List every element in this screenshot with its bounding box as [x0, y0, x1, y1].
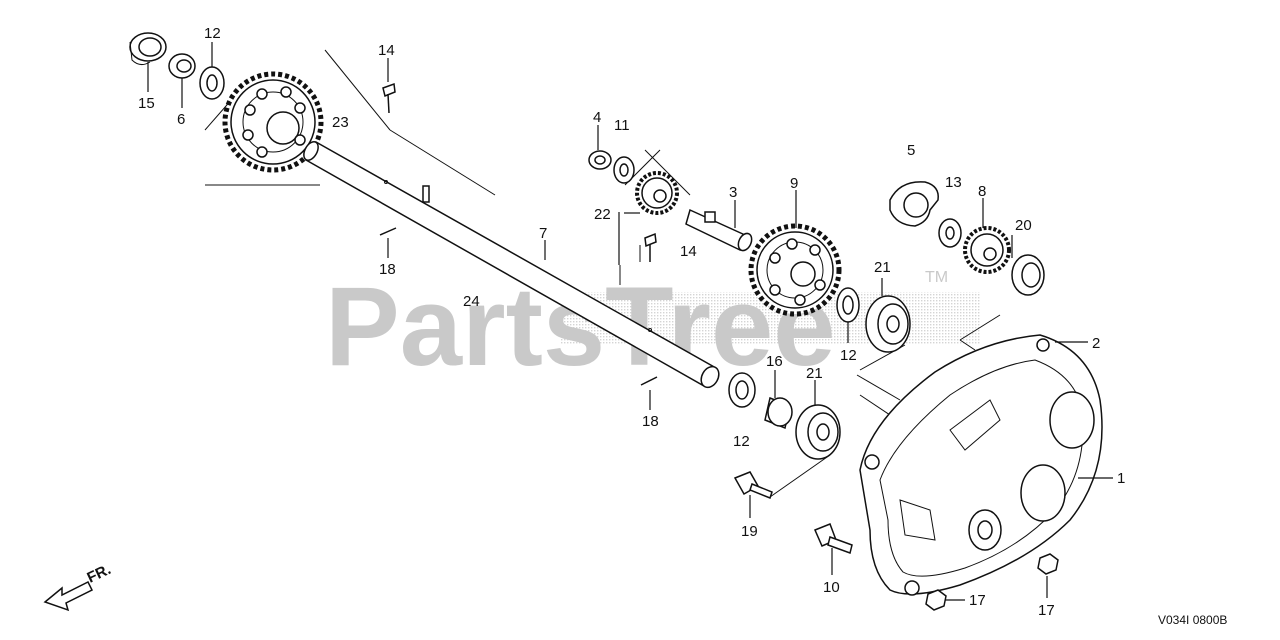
watermark-text: PartsTree: [325, 264, 836, 389]
callout-6: 6: [177, 111, 185, 128]
callout-15: 15: [138, 95, 155, 112]
watermark-tm: TM: [925, 269, 948, 286]
part-18-pins: [379, 227, 658, 386]
part-12-washer-top: [199, 66, 225, 100]
part-12-washer-lower: [728, 372, 756, 408]
diagram-code: V034I 0800B: [1158, 613, 1227, 627]
callout-23: 23: [332, 114, 349, 131]
callout-3: 3: [729, 184, 737, 201]
callout-18-left: 18: [379, 261, 396, 278]
callout-12-lower: 12: [733, 433, 750, 450]
callout-5: 5: [907, 142, 915, 159]
callout-16: 16: [766, 353, 783, 370]
part-23-large-gear: [222, 71, 324, 173]
callout-14-mid: 14: [680, 243, 697, 260]
front-arrow-icon: [43, 580, 94, 612]
callout-14-top: 14: [378, 42, 395, 59]
callout-labels: 1 2 3 4 5 6 7 8 9 10 11 12 12 12 13 14 1…: [138, 25, 1125, 619]
callout-17-right: 17: [1038, 602, 1055, 619]
callout-24: 24: [463, 293, 480, 310]
part-12-washer-mid: [836, 287, 860, 323]
callout-4: 4: [593, 109, 601, 126]
part-20-bearing: [1011, 254, 1045, 296]
part-1-gear-case: [859, 334, 1103, 596]
part-14-pin-mid: [644, 232, 657, 262]
callout-12-mid: 12: [840, 347, 857, 364]
part-10-bolt: [814, 523, 853, 554]
callout-2: 2: [1092, 335, 1100, 352]
part-3-countershaft: [685, 208, 753, 252]
callout-10: 10: [823, 579, 840, 596]
part-16-bush: [764, 396, 793, 430]
callout-1: 1: [1117, 470, 1125, 487]
callout-20: 20: [1015, 217, 1032, 234]
leader-lines: [147, 42, 1113, 601]
part-19-bolt: [733, 471, 773, 499]
part-17-nut-right: [1037, 553, 1059, 575]
callout-17-left: 17: [969, 592, 986, 609]
part-8-small-gear: [963, 226, 1011, 274]
front-indicator-label: FR.: [85, 561, 114, 587]
callout-13: 13: [945, 174, 962, 191]
part-6-collar: [168, 53, 196, 79]
callout-11: 11: [614, 117, 630, 134]
part-17-nut-left: [925, 589, 947, 611]
part-13-washer: [938, 218, 962, 248]
callout-21-lower: 21: [806, 365, 823, 382]
part-22-small-gear: [635, 171, 679, 215]
callout-8: 8: [978, 183, 986, 200]
part-14-pin-top: [382, 82, 396, 114]
callout-22: 22: [594, 206, 611, 223]
part-4-collar: [588, 150, 612, 170]
part-21-bearing-upper: [865, 295, 911, 353]
part-21-bearing-lower: [795, 404, 841, 460]
part-5-seal-cover: [889, 181, 939, 227]
part-9-medium-gear: [748, 223, 842, 317]
callout-19: 19: [741, 523, 758, 540]
callout-9: 9: [790, 175, 798, 192]
part-15-oil-seal: [129, 32, 167, 66]
callout-7: 7: [539, 225, 547, 242]
part-11-washer: [613, 156, 635, 184]
callout-21-upper: 21: [874, 259, 891, 276]
front-direction-indicator: FR.: [43, 561, 114, 612]
callout-12-top: 12: [204, 25, 221, 42]
callout-18-right: 18: [642, 413, 659, 430]
part-24-shaft: [303, 140, 720, 389]
